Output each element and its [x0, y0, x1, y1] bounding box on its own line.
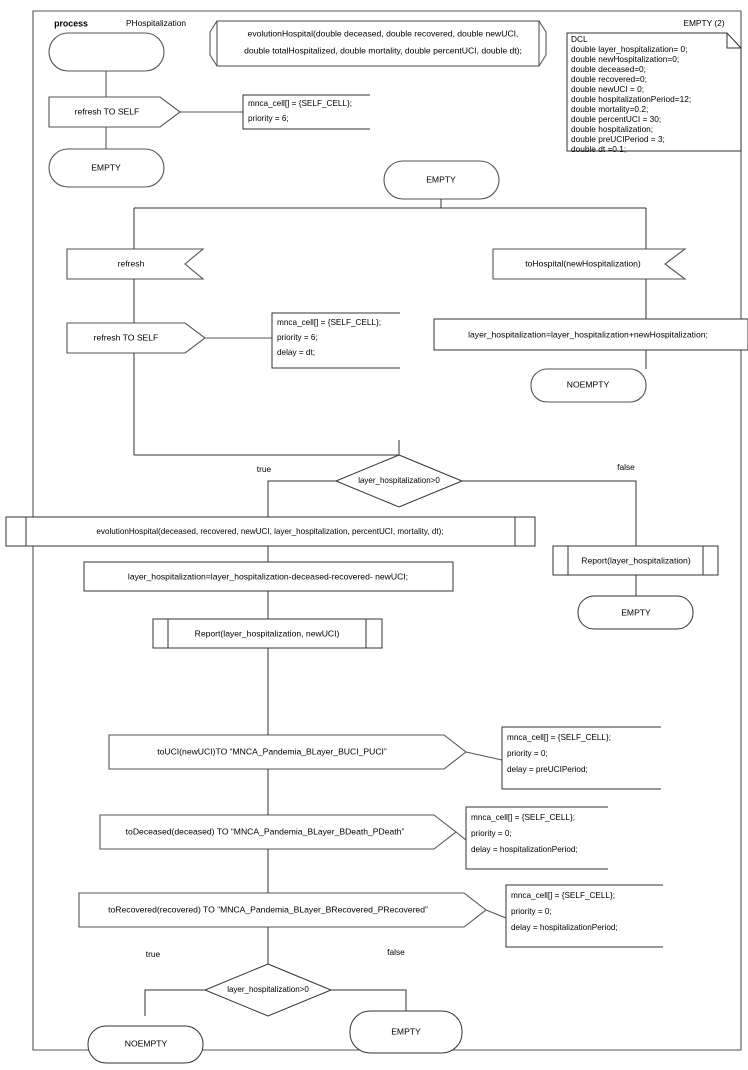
dcl-title: DCL	[571, 34, 588, 44]
report-1-box[interactable]	[552, 545, 719, 576]
signature-line-2: double totalHospitalized, double mortali…	[244, 45, 522, 55]
refresh-to-self-1-shape[interactable]	[48, 96, 181, 128]
note-3-line-3: delay = preUCIPeriod;	[507, 765, 588, 774]
layer-add-label: layer_hospitalization=layer_hospitalizat…	[468, 329, 708, 339]
dcl-line-10: double preUCIPeriod = 3;	[571, 134, 665, 144]
empty-3-label: EMPTY	[621, 607, 651, 617]
empty-3-terminal[interactable]	[577, 595, 694, 630]
connector-empty2-split	[133, 199, 647, 249]
dcl-line-7: double mortality=0.2;	[571, 104, 648, 114]
note-3-bracket	[501, 726, 661, 790]
dcl-line-2: double newHospitalization=0;	[571, 54, 679, 64]
empty-1-label: EMPTY	[91, 162, 121, 172]
empty-4-label: EMPTY	[391, 1026, 421, 1036]
note-2-line-1: mnca_cell[] = {SELF_CELL};	[277, 318, 381, 327]
refresh-receive-shape[interactable]	[66, 248, 205, 280]
layer-sub-label: layer_hospitalization=layer_hospitalizat…	[128, 571, 408, 581]
decision-2-true-label: true	[146, 949, 161, 959]
note-2-line-2: priority = 6;	[277, 333, 318, 342]
evolution-call-box[interactable]	[5, 516, 536, 547]
process-keyword: process	[54, 18, 88, 28]
to-recovered-label: toRecovered(recovered) TO “MNCA_Pandemia…	[108, 904, 428, 914]
dcl-line-4: double recovered=0;	[571, 74, 647, 84]
decision-1-false-label: false	[617, 462, 635, 472]
to-hospital-receive-shape[interactable]	[492, 248, 687, 280]
connector-decision1-false-branch	[462, 480, 637, 546]
note-4-line-3: delay = hospitalizationPeriod;	[471, 845, 578, 854]
to-uci-send-shape[interactable]	[108, 734, 467, 770]
empty-1-terminal[interactable]	[48, 148, 165, 188]
to-recovered-send-shape[interactable]	[78, 892, 487, 928]
report-2-label: Report(layer_hospitalization, newUCI)	[195, 628, 340, 638]
empty-count-label: EMPTY (2)	[683, 18, 724, 28]
refresh-to-self-1-label: refresh TO SELF	[75, 106, 140, 116]
signature-line-1: evolutionHospital(double deceased, doubl…	[248, 28, 519, 38]
noempty-1-label: NOEMPTY	[567, 379, 610, 389]
dcl-line-6: double hospitalizationPeriod=12;	[571, 94, 691, 104]
note-3-line-1: mnca_cell[] = {SELF_CELL};	[507, 733, 611, 742]
connector-decision2-false-branch	[331, 989, 407, 1011]
dcl-note-shape	[566, 32, 742, 152]
refresh-to-self-2-label: refresh TO SELF	[94, 332, 159, 342]
dcl-line-3: double deceased=0;	[571, 64, 646, 74]
empty-4-terminal[interactable]	[349, 1010, 463, 1054]
process-name: PHospitalization	[126, 18, 186, 28]
layer-add-process-box[interactable]	[433, 318, 748, 351]
refresh-to-self-2-shape[interactable]	[66, 322, 206, 354]
report-2-box[interactable]	[152, 618, 383, 649]
note-5-bracket	[505, 884, 663, 948]
decision-2-label: layer_hospitalization>0	[227, 985, 309, 994]
note-1-bracket	[242, 94, 370, 130]
to-hospital-receive-label: toHospital(newHospitalization)	[525, 258, 641, 268]
start-terminal[interactable]	[48, 32, 165, 72]
note-5-line-1: mnca_cell[] = {SELF_CELL};	[511, 891, 615, 900]
note-2-line-3: delay = dt;	[277, 348, 315, 357]
connector-touci-to-note3	[465, 751, 503, 761]
connector-torecovered-to-note5	[485, 909, 507, 919]
note-5-line-3: delay = hospitalizationPeriod;	[511, 923, 618, 932]
to-deceased-send-shape[interactable]	[99, 814, 457, 850]
noempty-1-terminal[interactable]	[530, 368, 647, 403]
refresh-receive-label: refresh	[118, 258, 145, 268]
dcl-line-9: double hospitalization;	[571, 124, 653, 134]
dcl-line-1: double layer_hospitalization= 0;	[571, 44, 687, 54]
layer-sub-process-box[interactable]	[83, 561, 454, 592]
dcl-line-11: double dt =0.1;	[571, 144, 626, 154]
connector-decision1-true-branch	[267, 480, 336, 517]
note-1-line-2: priority = 6;	[248, 114, 289, 123]
dcl-note-fold	[726, 33, 741, 49]
decision-2-diamond[interactable]	[203, 963, 333, 1017]
to-deceased-label: toDeceased(deceased) TO “MNCA_Pandemia_B…	[126, 826, 405, 836]
empty-2-label: EMPTY	[426, 174, 456, 184]
decision-1-diamond[interactable]	[334, 454, 464, 508]
decision-2-false-label: false	[387, 947, 405, 957]
dcl-line-5: double newUCI = 0;	[571, 84, 644, 94]
note-5-line-2: priority = 0;	[511, 907, 552, 916]
noempty-2-label: NOEMPTY	[125, 1038, 168, 1048]
note-3-line-2: priority = 0;	[507, 749, 548, 758]
evolution-call-label: evolutionHospital(deceased, recovered, n…	[96, 527, 443, 536]
connector-todeceased-to-note4	[455, 831, 467, 841]
note-4-line-2: priority = 0;	[471, 829, 512, 838]
note-2-bracket	[271, 312, 400, 369]
to-uci-label: toUCI(newUCI)TO “MNCA_Pandemia_BLayer_BU…	[157, 746, 387, 756]
decision-1-true-label: true	[257, 464, 272, 474]
report-1-label: Report(layer_hospitalization)	[581, 555, 691, 565]
connector-decision2-true-branch	[144, 989, 205, 1016]
note-4-line-1: mnca_cell[] = {SELF_CELL};	[471, 813, 575, 822]
note-4-bracket	[465, 806, 608, 870]
decision-1-label: layer_hospitalization>0	[358, 476, 440, 485]
note-1-line-1: mnca_cell[] = {SELF_CELL};	[248, 99, 352, 108]
signature-box-inner	[216, 20, 540, 67]
outer-frame	[32, 10, 742, 1051]
dcl-line-8: double percentUCI = 30;	[571, 114, 661, 124]
noempty-2-terminal[interactable]	[87, 1025, 204, 1064]
